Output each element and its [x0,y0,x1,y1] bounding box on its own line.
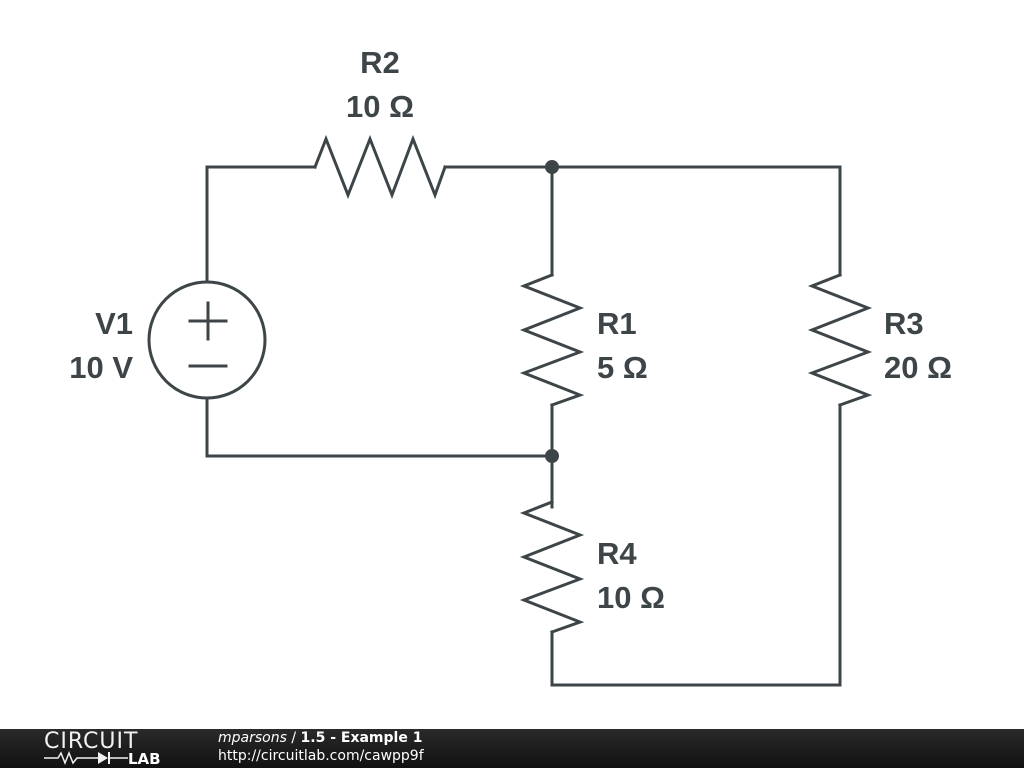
author-link[interactable]: mparsons [218,730,287,746]
wire-top-left [205,165,317,282]
r2-value-label: 10 Ω [346,89,414,124]
r1-name-label: R1 [597,306,637,341]
resistor-diode-icon [44,750,128,766]
title-separator: / [286,730,301,746]
junction-node-top [545,160,559,174]
r1-value-label: 5 Ω [597,350,648,385]
r2-name-label: R2 [360,45,400,80]
circuit-name: 1.5 - Example 1 [300,730,423,746]
logo-text-circuit: CIRCUIT [44,729,139,754]
v1-value-label: 10 V [69,350,133,385]
voltage-source-v1[interactable] [147,280,267,400]
circuit-title: mparsons / 1.5 - Example 1 [218,730,422,746]
circuit-url[interactable]: http://circuitlab.com/cawpp9f [218,748,424,764]
v1-name-label: V1 [95,306,133,341]
resistor-r2[interactable] [313,134,447,200]
r4-value-label: 10 Ω [597,580,665,615]
resistor-r1[interactable] [519,273,585,407]
r4-name-label: R4 [597,536,637,571]
wire-bottom [550,403,842,687]
junction-node-mid [545,449,559,463]
logo-text-lab: LAB [128,750,161,768]
wire-top-mid [443,165,842,277]
r3-name-label: R3 [884,306,924,341]
resistor-r3[interactable] [807,273,873,407]
resistor-r4[interactable] [519,500,585,634]
circuit-schematic: R2 10 Ω R1 5 Ω R3 20 Ω R4 10 Ω V1 10 V [69,45,952,687]
wire-v1-bottom [205,396,554,458]
r3-value-label: 20 Ω [884,350,952,385]
footer-bar: CIRCUIT LAB mparsons / 1.5 - Example 1 h… [0,729,1024,768]
